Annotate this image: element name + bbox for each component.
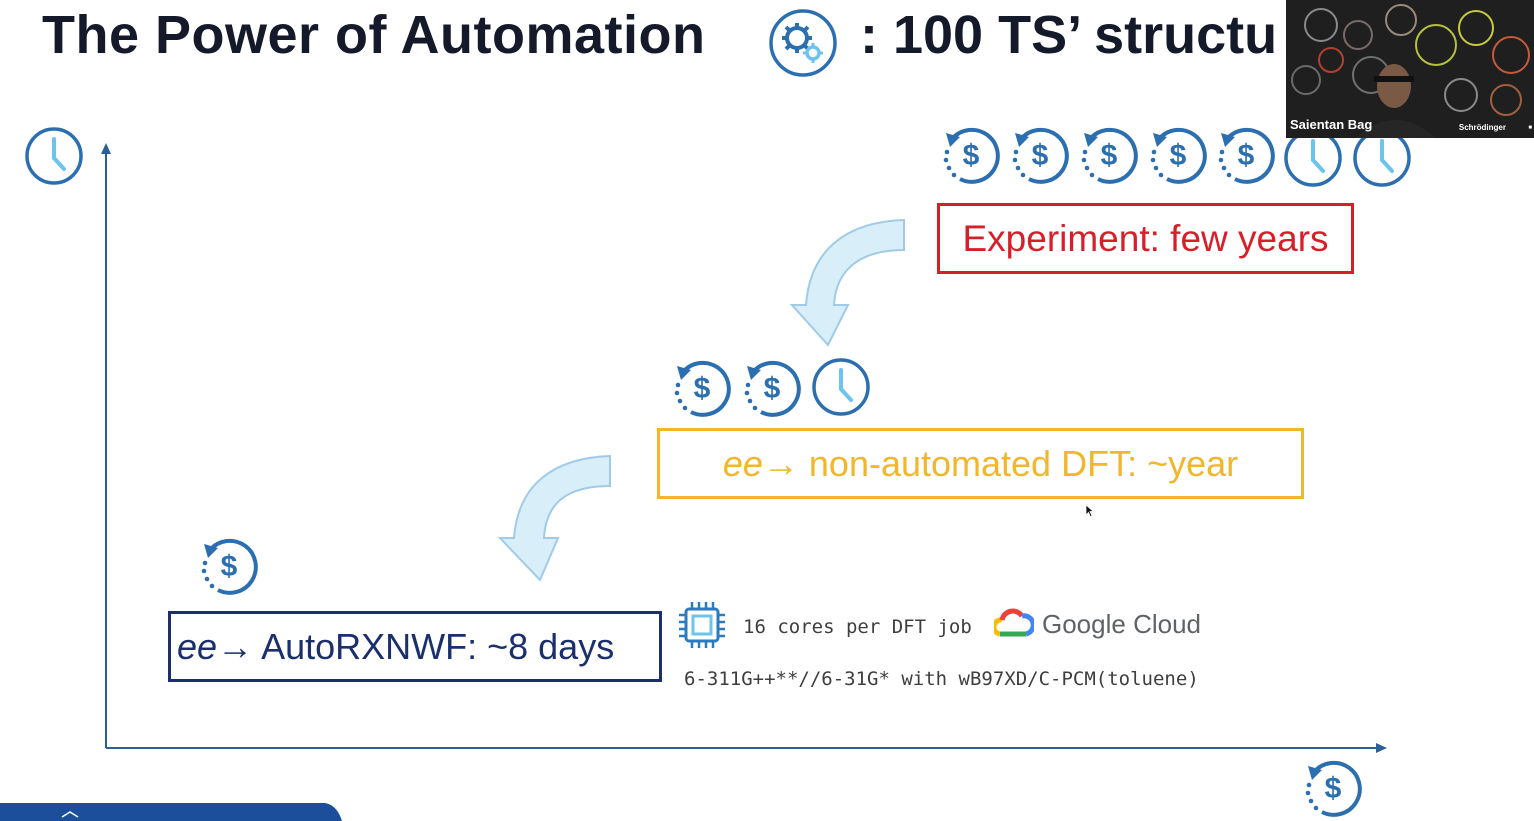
auto-label-prefix: ee	[177, 625, 218, 667]
method-text: 6-311G++**//6-31G* with wB97XD/C-PCM(tol…	[684, 668, 1199, 690]
webcam-overlay: Saientan Bag Schrödinger ■	[1286, 0, 1534, 138]
dollar-cycle-icon	[1078, 125, 1138, 185]
mouse-cursor-icon	[1085, 504, 1095, 518]
slide-title: The Power of Automation	[42, 5, 706, 65]
cpu-chip-icon	[679, 602, 725, 648]
dollar-cycle-icon	[671, 358, 731, 418]
dollar-cycle-icon	[1009, 125, 1069, 185]
experiment-box: Experiment: few years	[937, 203, 1354, 274]
dollar-cycle-icon	[1147, 125, 1207, 185]
gears-icon	[769, 9, 837, 77]
presenter-name: Saientan Bag	[1290, 117, 1373, 132]
google-cloud-label: Google Cloud	[1042, 609, 1201, 639]
footer-banner	[0, 803, 342, 821]
dft-label: → non-automated DFT: ~year	[762, 442, 1239, 484]
dollar-cycle-icon	[940, 125, 1000, 185]
curved-arrow-2	[497, 454, 611, 582]
dft-label-prefix: ee	[722, 442, 763, 484]
google-cloud-icon	[994, 608, 1034, 637]
dollar-cycle-icon	[198, 536, 258, 596]
curved-arrow-1	[789, 218, 905, 347]
clock-icon	[24, 126, 84, 186]
auto-label: → AutoRXNWF: ~8 days	[217, 625, 615, 667]
dollar-cycle-icon	[741, 358, 801, 418]
dollar-cycle-icon	[1215, 125, 1275, 185]
auto-box: ee → AutoRXNWF: ~8 days	[168, 611, 662, 682]
webcam-brand-mark: ■	[1528, 125, 1532, 131]
webcam-brand: Schrödinger	[1458, 123, 1506, 132]
dft-box: ee → non-automated DFT: ~year	[657, 428, 1304, 499]
clock-icon	[811, 357, 871, 417]
webcam-video	[1286, 0, 1534, 138]
cores-text: 16 cores per DFT job	[743, 616, 972, 638]
slide-title-suffix: : 100 TS’ structu	[860, 5, 1278, 65]
experiment-label: Experiment: few years	[962, 217, 1329, 259]
dollar-cycle-icon	[1302, 758, 1362, 818]
